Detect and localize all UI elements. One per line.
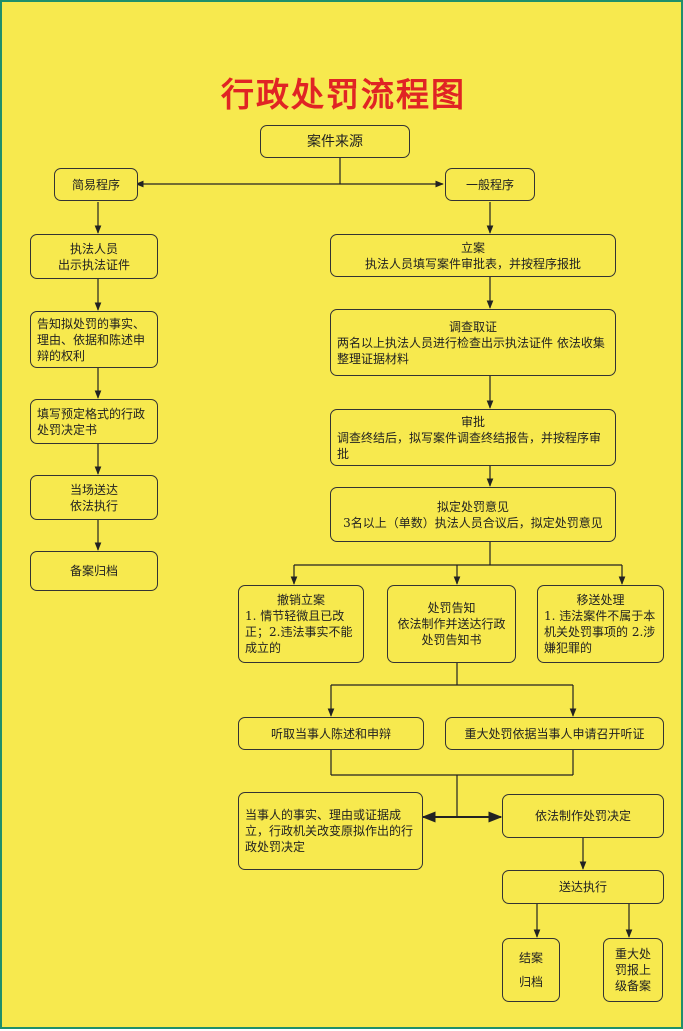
simple-step-1-line-1: 执法人员 (69, 241, 118, 256)
close-case-line-2: 归档 (518, 975, 543, 989)
transfer-body: 1. 违法案件不属于本机关处罚事项的 2.涉嫌犯罪的 (544, 609, 656, 655)
box-make-decision: 依法制作处罚决定 (502, 794, 664, 838)
box-simple-procedure: 简易程序 (54, 168, 138, 201)
hearing-text: 重大处罚依据当事人申请召开听证 (464, 726, 645, 741)
page-title: 行政处罚流程图 (221, 75, 466, 114)
simple-step-3-text: 填写预定格式的行政处罚决定书 (37, 406, 146, 437)
box-notice: 处罚告知 依法制作并送达行政处罚告知书 (387, 585, 516, 663)
notice-title: 处罚告知 (427, 601, 476, 615)
box-hearing: 重大处罚依据当事人申请召开听证 (445, 717, 664, 750)
close-case-line-1: 结案 (518, 951, 543, 965)
deliver-text: 送达执行 (558, 880, 607, 894)
box-general-procedure: 一般程序 (445, 168, 535, 201)
revoke-title: 撤销立案 (276, 593, 325, 607)
box-register: 立案 执法人员填写案件审批表，并按程序报批 (330, 234, 616, 277)
simple-step-4-line-1: 当场送达 (69, 482, 118, 497)
simple-step-2-text: 告知拟处罚的事实、理由、依据和陈述申辩的权利 (37, 316, 146, 363)
hear-statement-text: 听取当事人陈述和申辩 (270, 726, 391, 741)
approve-title: 审批 (460, 414, 485, 429)
register-title: 立案 (460, 240, 485, 255)
box-simple-step-2: 告知拟处罚的事实、理由、依据和陈述申辩的权利 (30, 311, 158, 368)
box-transfer: 移送处理 1. 违法案件不属于本机关处罚事项的 2.涉嫌犯罪的 (537, 585, 664, 663)
case-source-label: 案件来源 (307, 133, 363, 150)
notice-body: 依法制作并送达行政处罚告知书 (397, 617, 506, 647)
box-investigate: 调查取证 两名以上执法人员进行检查出示执法证件 依法收集整理证据材料 (330, 309, 616, 376)
revoke-body: 1. 情节轻微且已改正；2.违法事实不能成立的 (245, 609, 353, 655)
report-superior-text: 重大处罚报上级备案 (614, 947, 651, 993)
change-decision-text: 当事人的事实、理由或证据成立，行政机关改变原拟作出的行政处罚决定 (245, 808, 414, 854)
register-body: 执法人员填写案件审批表，并按程序报批 (364, 256, 581, 271)
simple-procedure-label: 简易程序 (71, 177, 120, 192)
simple-step-1-line-2: 出示执法证件 (57, 257, 130, 272)
box-simple-step-3: 填写预定格式的行政处罚决定书 (30, 399, 158, 444)
general-procedure-label: 一般程序 (465, 177, 514, 192)
box-deliver: 送达执行 (502, 870, 664, 904)
box-approve: 审批 调查终结后，拟写案件调查终结报告，并按程序审批 (330, 409, 616, 466)
investigate-body: 两名以上执法人员进行检查出示执法证件 依法收集整理证据材料 (337, 335, 605, 366)
approve-body: 调查终结后，拟写案件调查终结报告，并按程序审批 (337, 430, 602, 461)
box-simple-step-5: 备案归档 (30, 551, 158, 591)
make-decision-text: 依法制作处罚决定 (534, 809, 631, 823)
simple-step-5-text: 备案归档 (69, 564, 118, 578)
box-simple-step-1: 执法人员 出示执法证件 (30, 234, 158, 279)
box-revoke: 撤销立案 1. 情节轻微且已改正；2.违法事实不能成立的 (238, 585, 364, 663)
transfer-title: 移送处理 (576, 593, 625, 607)
box-simple-step-4: 当场送达 依法执行 (30, 475, 158, 520)
simple-step-4-line-2: 依法执行 (69, 498, 118, 513)
box-opinion: 拟定处罚意见 3名以上（单数）执法人员合议后，拟定处罚意见 (330, 487, 616, 542)
box-case-source: 案件来源 (260, 125, 410, 158)
investigate-title: 调查取证 (448, 319, 497, 334)
box-hear-statement: 听取当事人陈述和申辩 (238, 717, 424, 750)
opinion-body: 3名以上（单数）执法人员合议后，拟定处罚意见 (343, 515, 603, 530)
box-close-case: 结案 归档 (502, 938, 560, 1002)
box-report-superior: 重大处罚报上级备案 (603, 938, 663, 1002)
box-change-decision: 当事人的事实、理由或证据成立，行政机关改变原拟作出的行政处罚决定 (238, 792, 423, 870)
opinion-title: 拟定处罚意见 (436, 499, 509, 514)
